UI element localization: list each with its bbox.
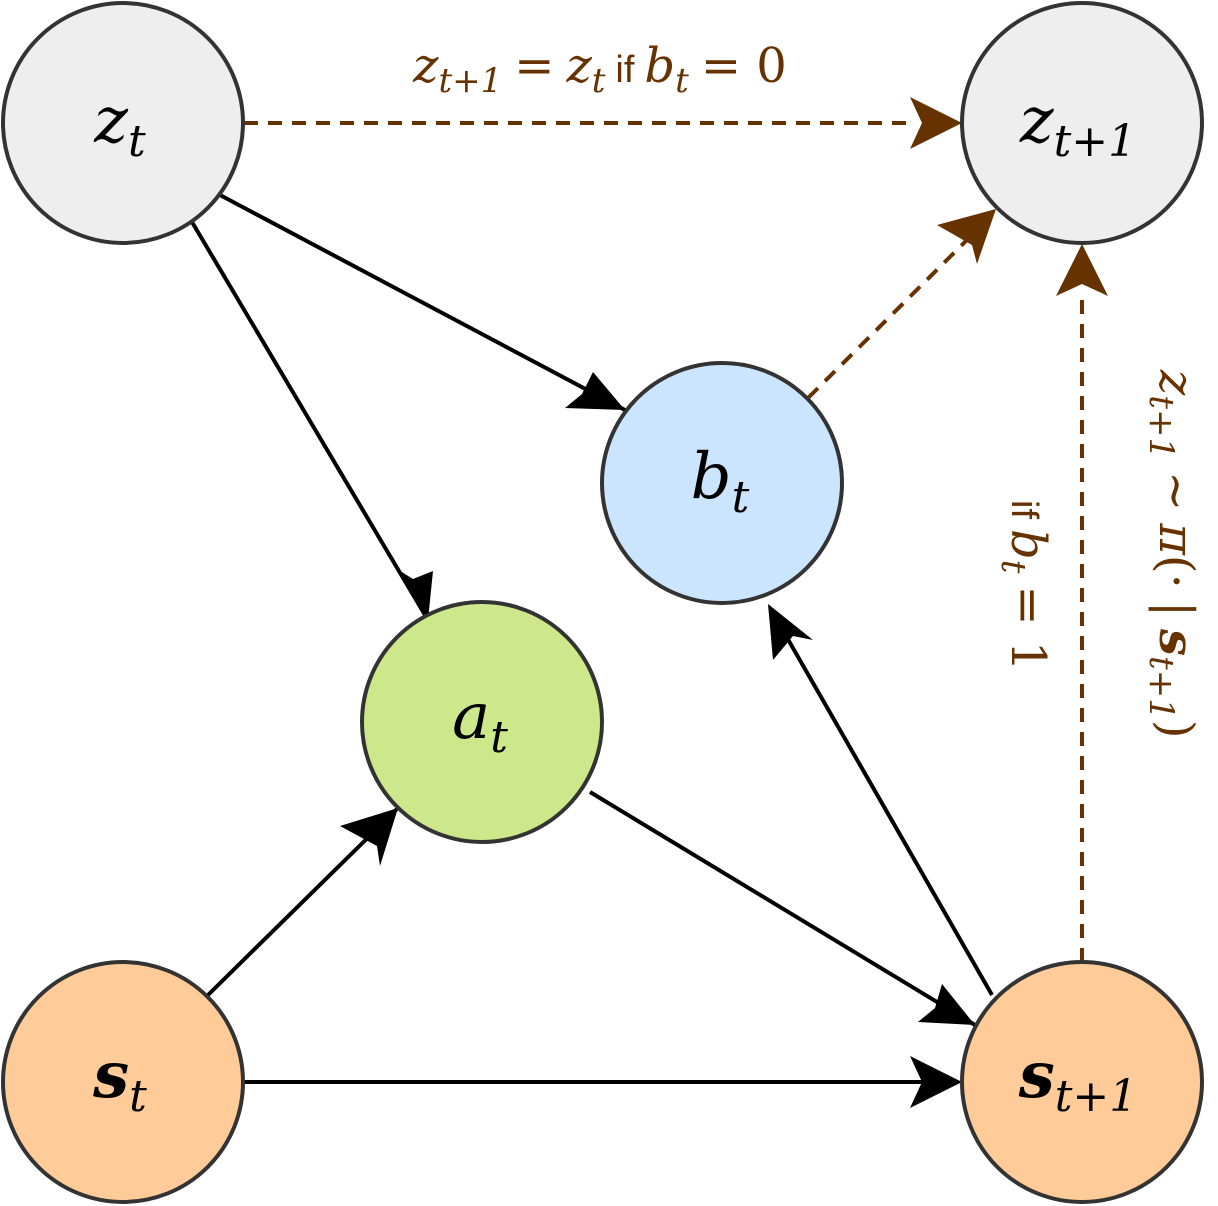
label-right-line2: if bt = 1 [993, 500, 1056, 671]
arrowhead-zt-bt [565, 372, 625, 410]
arrowhead-bt-zt1 [937, 209, 996, 264]
node-a-t-sub: t [490, 712, 508, 763]
svg-text:st+1: st+1 [1018, 1038, 1138, 1122]
node-b-t-circle [600, 361, 844, 605]
label-top-cond-sub: t [675, 61, 689, 101]
label-top-cond-eq: = 0 [701, 38, 787, 94]
node-s-t1: st+1 [960, 960, 1204, 1204]
label-right-line1: zt+1∼π(·|st+1) [1141, 369, 1204, 739]
edge-zt-to-at [190, 220, 430, 622]
node-s-t-base: s [92, 1038, 129, 1113]
node-z-t1-base: z [1019, 84, 1055, 158]
node-s-t: st [1, 960, 245, 1204]
label-right-cond-eq: = 1 [1000, 585, 1056, 671]
label-top-eq: = [514, 38, 554, 94]
dashed-edges [244, 121, 1084, 962]
node-b-t-base: b [691, 440, 732, 514]
arrowhead-st-at [340, 808, 398, 866]
label-right-pi: π [1148, 522, 1204, 556]
dashed-arrowheads [910, 97, 1108, 296]
label-right-condition: zt+1∼π(·|st+1) ifbt= 1 [993, 369, 1204, 739]
node-z-t1: zt+1 [960, 1, 1204, 245]
arrowhead-zt-zt1 [910, 97, 962, 149]
label-right-s-base: s [1148, 628, 1204, 656]
node-a-t: at [360, 600, 604, 844]
node-b-t-sub: t [732, 472, 750, 523]
node-z-t1-sub: t+1 [1054, 116, 1137, 167]
label-right-lhs-sub: t+1 [1141, 395, 1181, 459]
node-z-t: zt [1, 1, 245, 245]
svg-text:zt+1: zt+1 [1019, 84, 1136, 167]
edge-st1-to-bt [768, 607, 994, 996]
edge-bt-to-zt1-dashed [806, 230, 977, 400]
node-b-t: bt [600, 361, 844, 605]
arrowhead-st1-zt1 [1056, 244, 1108, 296]
node-a-t-base: a [452, 680, 490, 754]
arrowhead-st1-bt [768, 604, 813, 660]
arrowhead-zt-at [397, 569, 433, 620]
label-top-lhs-base: z [412, 38, 439, 94]
label-right-s-sub: t+1 [1141, 656, 1181, 720]
label-right-open: (· [1148, 555, 1204, 589]
svg-text:at: at [452, 680, 508, 763]
arrowhead-st-st1 [910, 1056, 962, 1108]
label-right-if: if [1003, 500, 1045, 519]
label-right-bar: | [1148, 601, 1204, 617]
node-s-t-sub: t [129, 1071, 147, 1122]
svg-text:st: st [92, 1038, 147, 1122]
node-z-t-sub: t [128, 116, 146, 167]
label-top-cond-base: b [644, 38, 675, 94]
node-a-t-circle [360, 600, 604, 844]
label-top-if: if [615, 49, 634, 91]
svg-text:zt: zt [93, 84, 146, 167]
svg-text:bt: bt [691, 440, 750, 523]
label-top-rhs-base: z [565, 38, 592, 94]
arrowhead-at-st1 [918, 984, 975, 1025]
solid-edges [190, 193, 994, 1108]
node-z-t-base: z [93, 84, 129, 158]
label-right-cond-sub: t [993, 560, 1033, 574]
edge-zt-to-bt [219, 193, 626, 412]
node-s-t1-base: s [1018, 1038, 1055, 1113]
node-z-t1-circle [960, 1, 1204, 245]
label-right-lhs-base: z [1148, 369, 1204, 396]
label-right-close: ) [1148, 720, 1204, 739]
node-s-t1-circle [960, 960, 1204, 1204]
label-right-sim: ∼ [1148, 471, 1204, 511]
node-z-t-circle [1, 1, 245, 245]
node-s-t1-sub: t+1 [1055, 1071, 1138, 1122]
label-right-cond-base: b [1000, 529, 1056, 560]
node-s-t-circle [1, 960, 245, 1204]
edge-at-to-st1 [588, 790, 977, 1027]
label-top-lhs-sub: t+1 [438, 61, 502, 101]
label-top-rhs-sub: t [592, 61, 606, 101]
